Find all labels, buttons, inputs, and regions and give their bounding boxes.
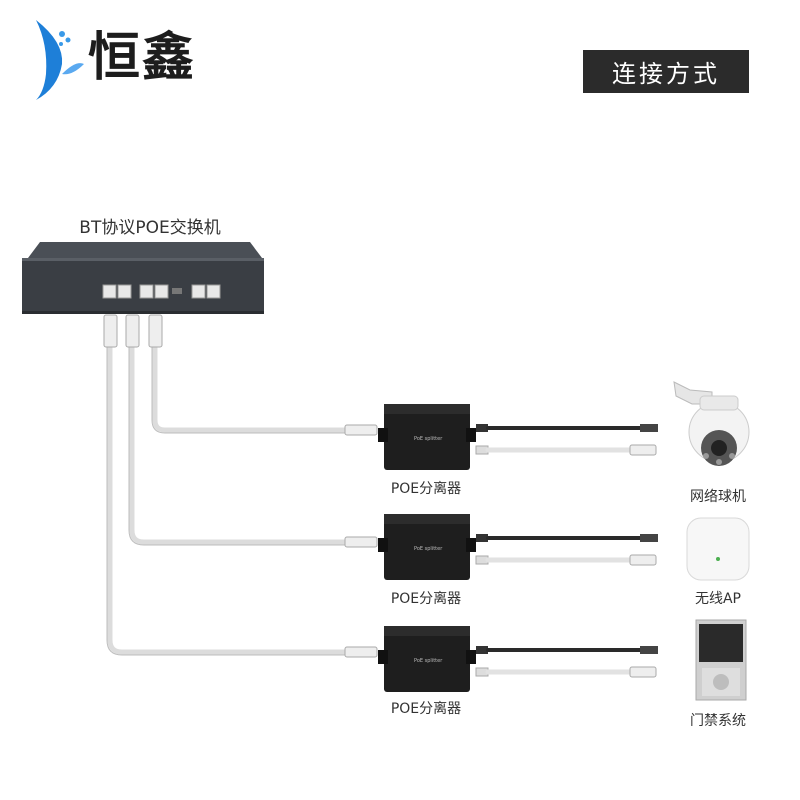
switch-label: BT协议POE交换机: [79, 218, 221, 238]
output-plugs: [629, 424, 658, 678]
brand-logo: [28, 14, 218, 104]
switch-rj45-plugs: [103, 314, 163, 348]
svg-text:PoE splitter: PoE splitter: [414, 436, 443, 442]
brand-name: 恒鑫: [88, 28, 197, 88]
switch-ports: [102, 284, 221, 299]
svg-text:PoE splitter: PoE splitter: [414, 546, 443, 552]
device-caption-camera: 网络球机: [690, 489, 746, 505]
splitters: PoE splitter PoE splitter PoE splitter: [344, 404, 489, 692]
output-cables: [485, 426, 642, 675]
ethernet-cables: [107, 342, 348, 655]
page-title: 连接方式: [583, 50, 749, 93]
splitter-caption: POE分离器: [390, 591, 462, 607]
device-caption-access-control: 门禁系统: [690, 713, 746, 729]
wireless-ap-icon: [686, 517, 750, 581]
splitter-caption: POE分离器: [390, 481, 462, 497]
access-control-panel-icon: [695, 619, 747, 701]
splitter-caption: POE分离器: [390, 701, 462, 717]
ethernet-cable-outline: [106, 345, 345, 656]
device-caption-ap: 无线AP: [694, 591, 742, 607]
svg-text:PoE splitter: PoE splitter: [414, 658, 443, 664]
dome-camera-icon: [673, 381, 750, 466]
blue-swirl-logo-icon: [36, 20, 84, 100]
poe-switch: [22, 242, 264, 314]
